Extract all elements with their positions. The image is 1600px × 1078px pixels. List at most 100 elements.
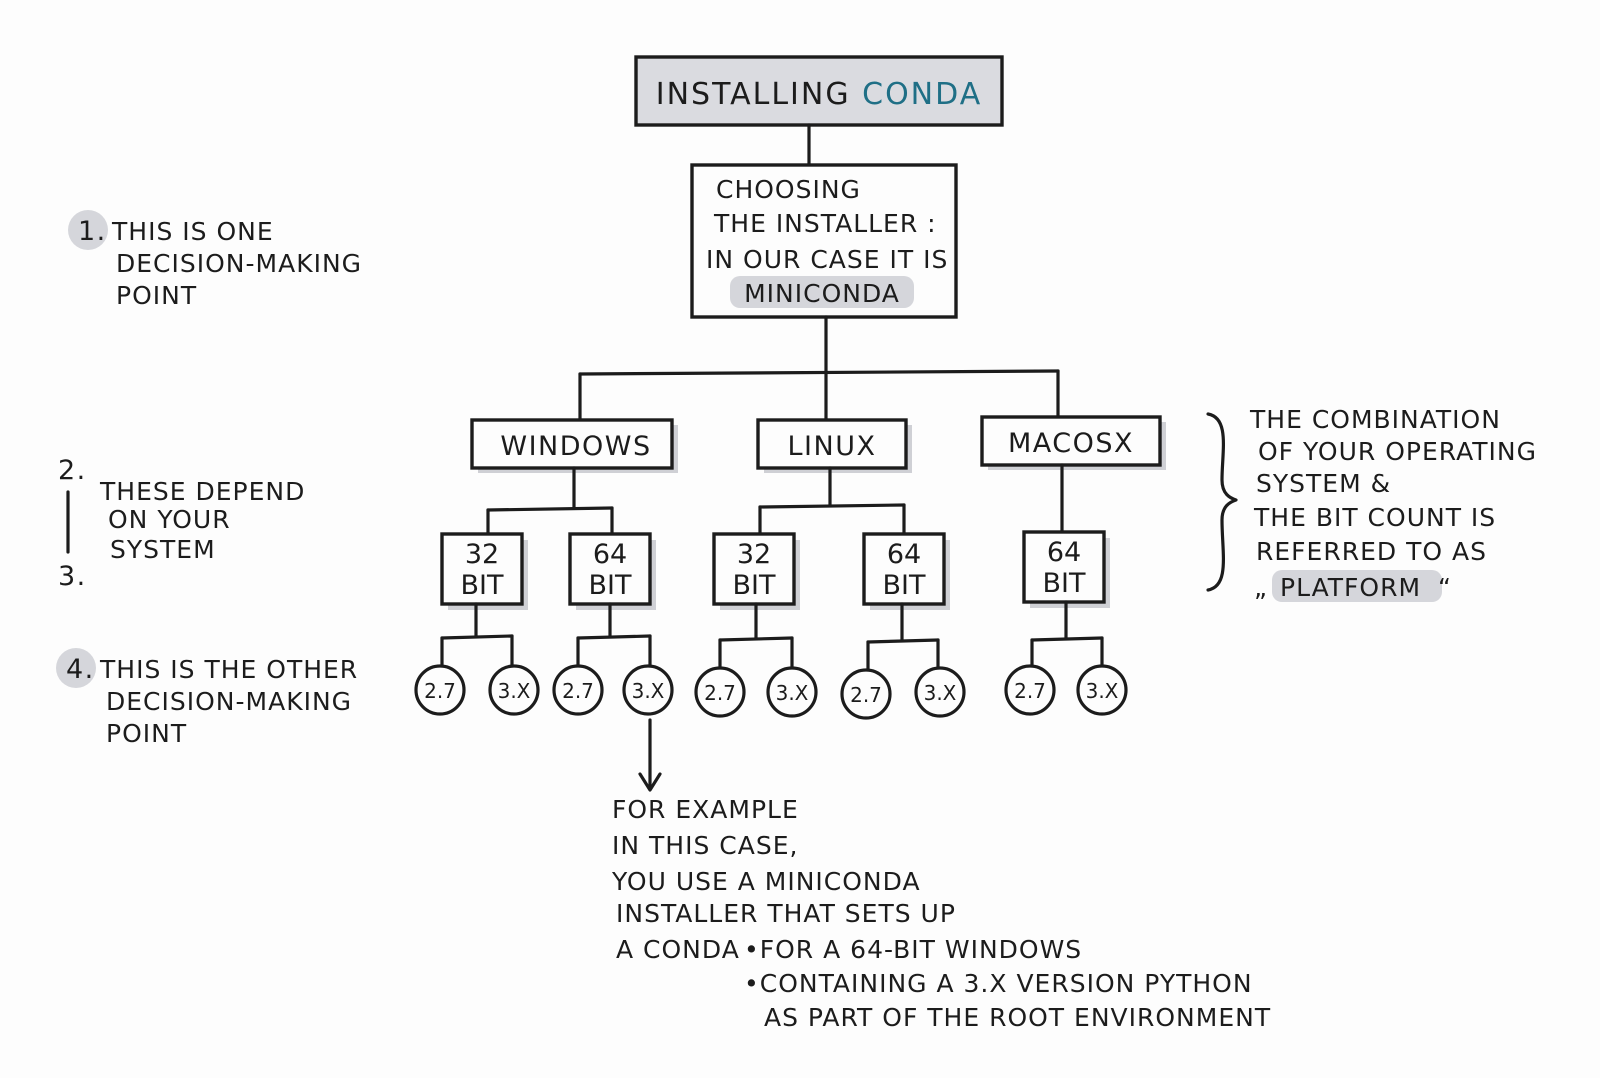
windows-label: WINDOWS: [500, 431, 651, 462]
bit-box: [712, 532, 796, 606]
platform-note-line-3: SYSTEM &: [1256, 469, 1391, 498]
bit-unit: BIT: [589, 570, 632, 601]
platform-note-line-4: THE BIT COUNT IS: [1253, 503, 1496, 532]
note-1: 1. THIS IS ONE DECISION-MAKING POINT: [68, 210, 362, 310]
version-linux-32-27: 2.7: [694, 666, 746, 718]
bit-box: [862, 532, 946, 606]
bit-box: [568, 532, 652, 606]
version-circle: [488, 664, 540, 716]
note-4-line-2: DECISION-MAKING: [106, 687, 352, 716]
linux-bit-bus: [758, 503, 906, 509]
platform-highlight-text: PLATFORM: [1280, 573, 1421, 602]
note-4: 4. THIS IS THE OTHER DECISION-MAKING POI…: [56, 648, 358, 748]
note-1-number-highlight: [68, 210, 108, 250]
bit-macosx-64: 64 BIT: [1022, 530, 1110, 608]
version-linux-64-3x: 3.X: [914, 666, 966, 718]
example-line-3: YOU USE A MINICONDA: [611, 867, 921, 896]
installer-line-1: CHOOSING: [716, 175, 861, 204]
example-bullet-2: •CONTAINING A 3.X VERSION PYTHON: [744, 969, 1253, 998]
note-2-3-line-2: ON YOUR: [108, 505, 231, 534]
platform-highlight: [1272, 570, 1442, 602]
example-line-1: FOR EXAMPLE: [612, 795, 799, 824]
note-2-3: 2. 3. THESE DEPEND ON YOUR SYSTEM: [58, 455, 305, 592]
version-label: 2.7: [704, 681, 736, 705]
bit-connectors: [486, 463, 1064, 537]
note-2-3-line-1: THESE DEPEND: [99, 477, 305, 506]
platform-macosx: MACOSX: [980, 415, 1166, 470]
platform-note-line-5: REFERRED TO AS: [1256, 537, 1487, 566]
version-macosx-64-3x: 3.X: [1076, 664, 1128, 716]
version-circle: [694, 666, 746, 718]
version-circle: [622, 664, 674, 716]
version-circle: [766, 666, 818, 718]
bit-value: 32: [465, 539, 499, 570]
title-node: INSTALLING CONDA: [634, 55, 1004, 127]
version-circle: [914, 666, 966, 718]
installer-line-3: IN OUR CASE IT IS: [706, 245, 948, 274]
bit-linux-32: 32 BIT: [712, 532, 800, 610]
version-bus: [576, 634, 652, 640]
platform-note: THE COMBINATION OF YOUR OPERATING SYSTEM…: [1206, 405, 1536, 602]
version-windows-32-3x: 3.X: [488, 664, 540, 716]
version-circle: [1004, 664, 1056, 716]
platform-connectors: [578, 315, 1060, 424]
example-note: FOR EXAMPLE IN THIS CASE, YOU USE A MINI…: [611, 795, 1270, 1032]
arrow-head: [638, 772, 662, 792]
miniconda-highlight: [730, 276, 914, 308]
linux-label: LINUX: [788, 431, 877, 462]
bit-linux-64: 64 BIT: [862, 532, 950, 610]
example-bullet-1: •FOR A 64-BIT WINDOWS: [744, 935, 1082, 964]
version-label: 3.X: [776, 681, 809, 705]
example-line-5: A CONDA: [616, 935, 740, 964]
bit-unit: BIT: [883, 570, 926, 601]
note-4-number: 4.: [66, 654, 95, 685]
example-arrow: [638, 718, 662, 792]
version-macosx-64-27: 2.7: [1004, 664, 1056, 716]
example-line-2: IN THIS CASE,: [612, 831, 798, 860]
version-windows-64-27: 2.7: [552, 664, 604, 716]
version-label: 3.X: [924, 681, 957, 705]
bit-unit: BIT: [461, 570, 504, 601]
linux-box: [756, 418, 908, 470]
version-label: 2.7: [850, 683, 882, 707]
version-label: 2.7: [562, 679, 594, 703]
bit-value: 32: [737, 539, 771, 570]
platform-quote-open: „: [1254, 573, 1268, 602]
version-circles: 2.7 3.X 2.7 3.X 2.7 3.X 2.7 3.X: [414, 664, 1128, 720]
version-label: 3.X: [1086, 679, 1119, 703]
version-label: 2.7: [1014, 679, 1046, 703]
bit-value: 64: [593, 539, 627, 570]
version-linux-64-27: 2.7: [840, 668, 892, 720]
platform-quote-close: “: [1438, 573, 1452, 602]
macosx-box: [980, 415, 1162, 467]
macosx-label: MACOSX: [1008, 428, 1134, 459]
note-1-line-2: DECISION-MAKING: [116, 249, 362, 278]
title-box: [634, 55, 1004, 127]
version-label: 3.X: [498, 679, 531, 703]
note-2-3-line-3: SYSTEM: [110, 535, 216, 564]
platform-brace: [1206, 412, 1238, 592]
bit-box: [440, 532, 524, 606]
bit-unit: BIT: [733, 570, 776, 601]
version-circle: [1076, 664, 1128, 716]
installer-node: CHOOSING THE INSTALLER : IN OUR CASE IT …: [690, 163, 958, 319]
platform-linux: LINUX: [756, 418, 912, 473]
version-windows-32-27: 2.7: [414, 664, 466, 716]
version-circle: [414, 664, 466, 716]
version-windows-64-3x: 3.X: [622, 664, 674, 716]
note-3-number: 3.: [58, 561, 87, 592]
note-2-number: 2.: [58, 455, 87, 486]
example-line-4: INSTALLER THAT SETS UP: [616, 899, 956, 928]
platform-note-line-1: THE COMBINATION: [1249, 405, 1501, 434]
version-bus: [866, 638, 940, 644]
windows-box: [470, 418, 674, 470]
title-highlight: CONDA: [862, 77, 982, 112]
bit-box: [1022, 530, 1106, 604]
note-4-line-1: THIS IS THE OTHER: [99, 655, 358, 684]
version-circle: [552, 664, 604, 716]
bit-windows-64: 64 BIT: [568, 532, 656, 610]
note-1-line-3: POINT: [116, 281, 197, 310]
note-1-number: 1.: [78, 216, 107, 247]
version-label: 2.7: [424, 679, 456, 703]
